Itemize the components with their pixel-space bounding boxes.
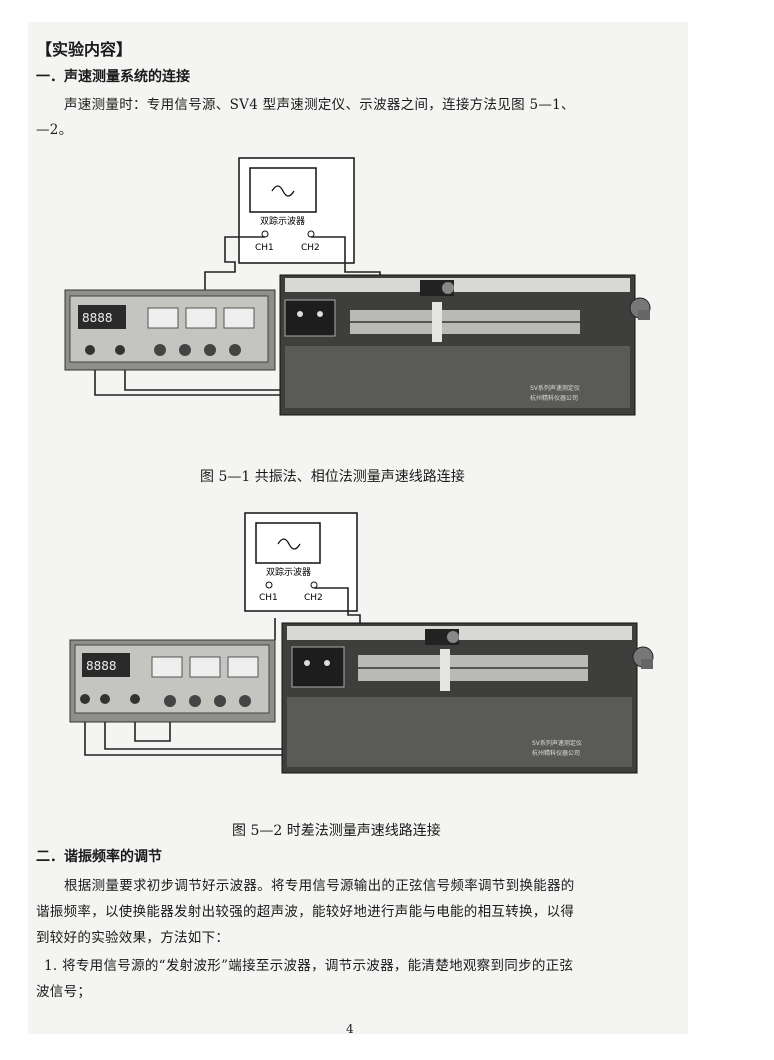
svg-text:8888: 8888	[82, 311, 113, 325]
signal-generator: 8888	[64, 289, 276, 371]
oscilloscope: 双踪示波器 CH1 CH2	[244, 512, 358, 612]
ch1-connector-icon	[265, 581, 273, 589]
oscilloscope-label: 双踪示波器	[266, 566, 311, 578]
ch1-label: CH1	[255, 243, 274, 253]
apparatus-label-1: SV系列声速测定仪	[530, 384, 580, 392]
oscilloscope: 双踪示波器 CH1 CH2	[238, 157, 355, 264]
section2-paragraph-line2: 谐振频率，以使换能器发射出较强的超声波，能较好地进行声能与电能的相互转换，以得	[36, 904, 575, 920]
figure-5-1-caption: 图 5—1 共振法、相位法测量声速线路连接	[200, 469, 465, 485]
section1-paragraph-line1: 声速测量时：专用信号源、SV4 型声速测定仪、示波器之间，连接方法见图 5—1、	[64, 97, 575, 113]
scanned-page	[28, 22, 688, 1034]
figure-5-1: 双踪示波器 CH1 CH2 8888	[60, 150, 680, 450]
svg-text:8888: 8888	[86, 659, 117, 673]
apparatus-label-2: 杭州精科仪器公司	[532, 749, 580, 757]
signal-generator: 8888	[69, 639, 276, 723]
sine-wave-icon	[277, 538, 301, 550]
figure-5-2-caption: 图 5—2 时差法测量声速线路连接	[232, 823, 441, 839]
page-number: 4	[346, 1022, 354, 1036]
section2-paragraph-line3: 到较好的实验效果，方法如下：	[36, 930, 230, 946]
apparatus-label-1: SV系列声速测定仪	[532, 739, 582, 747]
sound-speed-apparatus: SV系列声速测定仪 杭州精科仪器公司	[281, 622, 654, 774]
section1-paragraph-line2: —2。	[36, 122, 73, 138]
section-bracket-title: 【实验内容】	[36, 40, 133, 59]
section2-paragraph-line1: 根据测量要求初步调节好示波器。将专用信号源输出的正弦信号频率调节到换能器的	[64, 878, 575, 894]
ch1-label: CH1	[259, 593, 278, 603]
apparatus-label-2: 杭州精科仪器公司	[530, 394, 578, 402]
figure-5-2: 双踪示波器 CH1 CH2 8888	[60, 505, 680, 805]
sound-speed-apparatus: SV系列声速测定仪 杭州精科仪器公司	[279, 274, 651, 416]
section2-heading: 二．谐振频率的调节	[36, 849, 162, 865]
ch2-label: CH2	[301, 243, 320, 253]
ch2-label: CH2	[304, 593, 323, 603]
sine-wave-icon	[271, 185, 295, 197]
section2-item1-line2: 波信号；	[36, 984, 92, 1000]
section1-heading: 一．声速测量系统的连接	[36, 69, 190, 85]
oscilloscope-label: 双踪示波器	[260, 215, 305, 227]
section2-item1-line1: 1. 将专用信号源的“发射波形”端接至示波器，调节示波器，能清楚地观察到同步的正…	[44, 958, 574, 974]
